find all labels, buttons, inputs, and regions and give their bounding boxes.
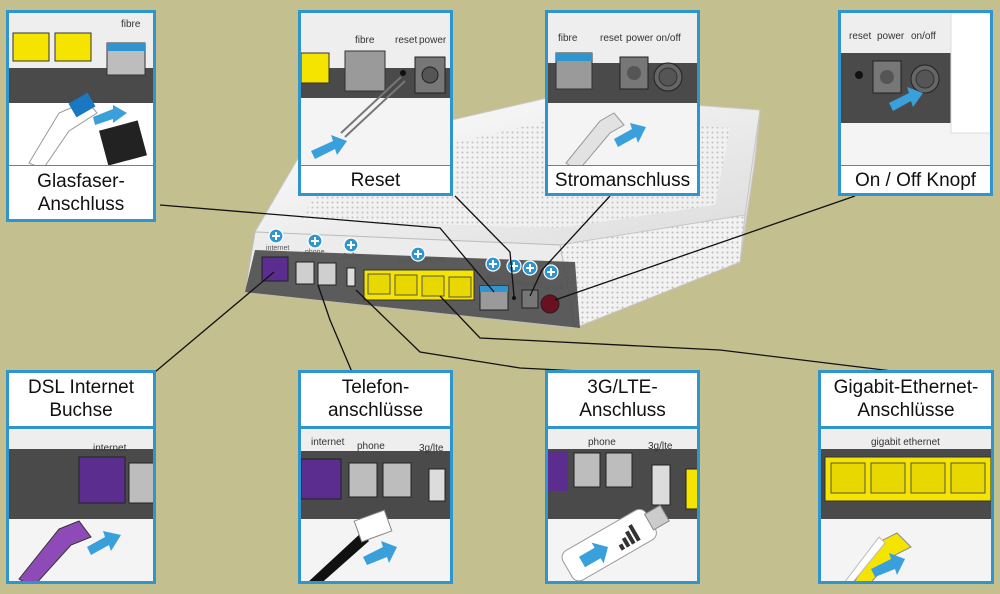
reset-illustration: fibre reset power (301, 13, 450, 165)
panel-port-label: on/off (656, 33, 681, 44)
label-line: Anschlüsse (857, 400, 955, 421)
panel-ethernet: gigabit ethernet (818, 426, 994, 584)
label-line: Gigabit-Ethernet- (833, 377, 979, 398)
router-usb-port (346, 267, 356, 287)
label-line: Stromanschluss (554, 170, 691, 191)
router-dsl-port (261, 256, 289, 282)
leader-line-phone (317, 284, 353, 373)
router-phone-port-1 (295, 261, 315, 285)
router-phone-port-2 (317, 262, 337, 286)
leader-line-ethernet (439, 295, 901, 373)
label-power: Stromanschluss (545, 166, 700, 196)
leader-line-dsl (154, 271, 275, 373)
panel-port-label: 3g/lte (648, 441, 673, 452)
router-ethernet-port-4 (448, 276, 472, 298)
router-port-label: phone (305, 249, 325, 256)
leader-line-fibre (159, 204, 495, 293)
label-fibre: Glasfaser- Anschluss (6, 166, 156, 222)
panel-reset: fibre reset power (298, 10, 453, 168)
leader-line-power (529, 195, 611, 297)
router-port-label: gigabit ethernet (398, 257, 446, 264)
label-line: 3G/LTE- (587, 377, 658, 398)
panel-port-label: power (419, 35, 447, 46)
panel-port-label: reset (849, 31, 871, 42)
label-line: anschlüsse (327, 400, 424, 421)
arrow-icon (93, 105, 127, 125)
ethernet-illustration: gigabit ethernet (821, 429, 991, 581)
label-line: Buchse (49, 400, 113, 421)
panel-port-label: fibre (121, 19, 141, 30)
panel-phone: internet phone 3g/lte (298, 426, 453, 584)
label-phone: Telefon- anschlüsse (298, 370, 453, 426)
panel-port-label: gigabit ethernet (871, 437, 940, 448)
label-line: On / Off Knopf (854, 170, 977, 191)
panel-port-label: phone (588, 437, 616, 448)
router-port-label: reset (508, 280, 524, 287)
panel-onoff: reset power on/off (838, 10, 993, 168)
label-line: Anschluss (37, 194, 125, 215)
label-line: Glasfaser- (37, 171, 125, 192)
label-reset: Reset (298, 166, 453, 196)
lte-illustration: phone 3g/lte (548, 429, 697, 581)
panel-port-label: phone (357, 441, 385, 452)
panel-lte: phone 3g/lte (545, 426, 700, 584)
router-ethernet-port-1 (367, 273, 391, 295)
router-power-socket (521, 289, 539, 309)
panel-port-label: power (626, 33, 654, 44)
label-lte: 3G/LTE- Anschluss (545, 370, 700, 426)
panel-fibre: fibre (6, 10, 156, 168)
arrow-icon (614, 123, 646, 147)
label-dsl: DSL Internet Buchse (6, 370, 156, 426)
router-port-label: internet (266, 245, 289, 252)
router-port-label: fibre (486, 276, 500, 283)
router-port-label: 3g/lte (343, 253, 360, 260)
leader-line-onoff (554, 195, 856, 301)
panel-port-label: power (877, 31, 905, 42)
router-ethernet-port-3 (421, 275, 445, 297)
arrow-icon (579, 542, 608, 568)
dsl-illustration: internet (9, 429, 153, 581)
router-port-label: on/off (546, 285, 563, 292)
router-fibre-cover (480, 286, 508, 292)
panel-port-label: on/off (911, 31, 936, 42)
panel-port-label: reset (600, 33, 622, 44)
panel-port-label: internet (311, 437, 345, 448)
arrow-icon (87, 531, 121, 555)
router-reset-hole (512, 296, 516, 300)
power-illustration: fibre reset power on/off (548, 13, 697, 165)
panel-port-label: internet (93, 443, 127, 454)
label-line: DSL Internet (28, 377, 134, 398)
panel-port-label: fibre (558, 33, 578, 44)
label-line: Reset (350, 170, 401, 191)
router-port-label: power (524, 281, 544, 288)
panel-port-label: 3g/lte (419, 443, 444, 454)
label-line: Anschluss (579, 400, 666, 421)
panel-port-label: reset (395, 35, 417, 46)
arrow-icon (311, 135, 347, 159)
fibre-illustration: fibre (9, 13, 153, 165)
label-onoff: On / Off Knopf (838, 166, 993, 196)
phone-illustration: internet phone 3g/lte (301, 429, 450, 581)
onoff-illustration: reset power on/off (841, 13, 990, 165)
label-line: Telefon- (341, 377, 410, 398)
label-ethernet: Gigabit-Ethernet- Anschlüsse (818, 370, 994, 426)
panel-power: fibre reset power on/off (545, 10, 700, 168)
router-onoff-button (540, 294, 560, 314)
router-ethernet-port-2 (394, 274, 418, 296)
panel-dsl: internet (6, 426, 156, 584)
leader-line-reset (454, 195, 515, 297)
arrow-icon (889, 87, 923, 111)
arrow-icon (871, 553, 905, 577)
arrow-icon (363, 541, 397, 565)
panel-port-label: fibre (355, 35, 375, 46)
